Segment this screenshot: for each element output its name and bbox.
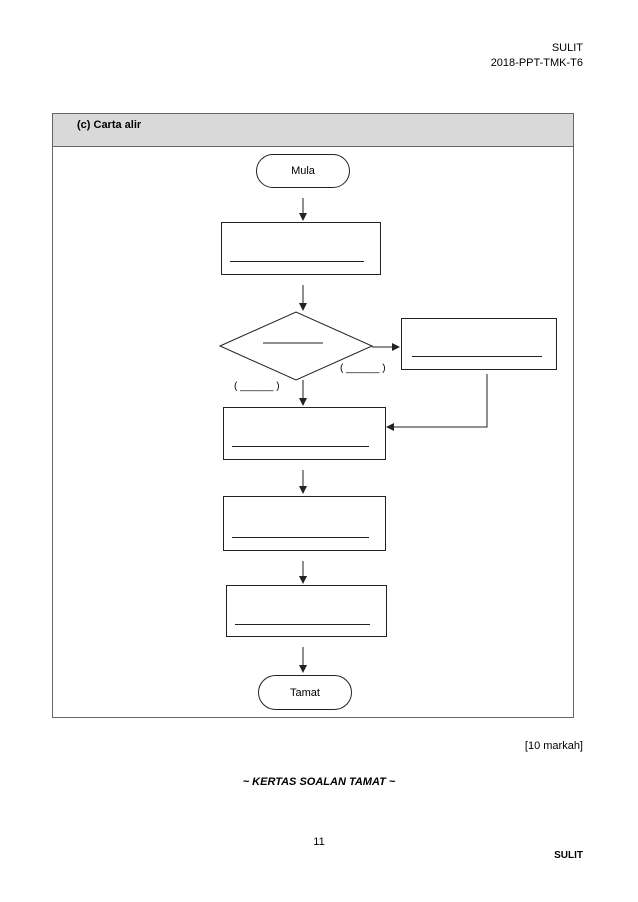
decision-no-label: ( ______ ): [340, 363, 386, 374]
end-label: Tamat: [290, 686, 320, 699]
process-box-2: [223, 407, 386, 460]
header-classification: SULIT: [551, 42, 583, 54]
flowchart-frame: (c) Carta alir: [52, 113, 574, 718]
page-number: 11: [313, 836, 325, 848]
start-terminal: Mula: [256, 154, 350, 188]
side-process-box: [401, 318, 557, 370]
answer-blank-1[interactable]: [230, 261, 364, 262]
end-terminal: Tamat: [258, 675, 352, 710]
process-box-1: [221, 222, 381, 275]
answer-blank-side[interactable]: [412, 356, 542, 357]
section-header: (c) Carta alir: [53, 114, 573, 147]
footer-classification: SULIT: [554, 850, 583, 861]
arrow-side-process-return: [386, 374, 488, 431]
decision-yes-label: ( ______ ): [234, 381, 280, 392]
decision-diamond: [218, 311, 374, 381]
start-label: Mula: [291, 165, 315, 177]
answer-blank-4[interactable]: [235, 624, 370, 625]
marks-label: [10 markah]: [524, 740, 583, 752]
answer-blank-3[interactable]: [232, 537, 369, 538]
paper-end-text: ~ KERTAS SOALAN TAMAT ~: [242, 776, 396, 788]
answer-blank-2[interactable]: [232, 446, 369, 447]
paper-code: 2018-PPT-TMK-T6: [490, 57, 583, 69]
section-title: (c) Carta alir: [77, 119, 142, 131]
process-box-4: [226, 585, 387, 637]
process-box-3: [223, 496, 386, 551]
